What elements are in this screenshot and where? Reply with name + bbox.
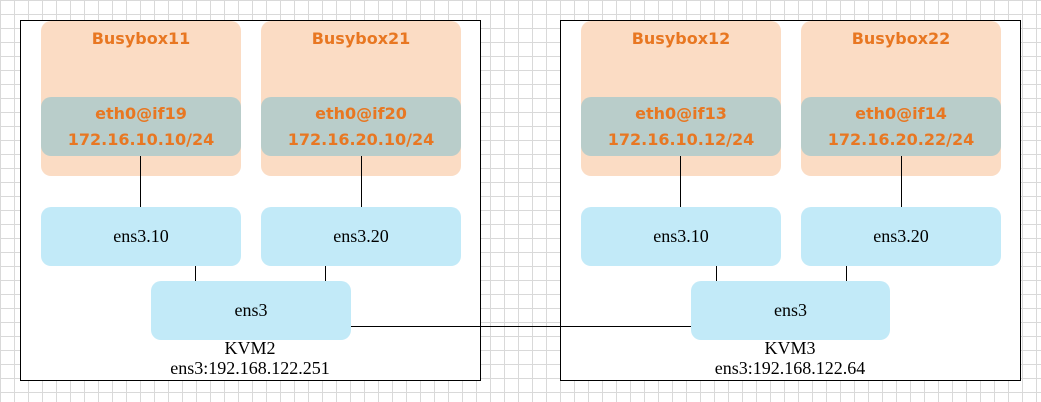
host-ip: ens3:192.168.122.64 <box>714 358 866 378</box>
link-line <box>140 156 141 207</box>
container-name: Busybox21 <box>311 29 411 48</box>
link-line <box>325 266 326 281</box>
host-name: KVM2 <box>224 338 276 358</box>
host-label-kvm3: KVM3 ens3:192.168.122.64 <box>640 338 940 378</box>
veth-iface-name: eth0@if13 <box>635 103 727 123</box>
veth-ip-address: 172.16.10.12/24 <box>607 129 755 149</box>
host-name: KVM3 <box>764 338 816 358</box>
veth-busybox11: eth0@if19 172.16.10.10/24 <box>41 97 241 156</box>
host-label-kvm2: KVM2 ens3:192.168.122.251 <box>100 338 400 378</box>
veth-iface-name: eth0@if14 <box>855 103 947 123</box>
link-line <box>716 266 717 281</box>
container-name: Busybox11 <box>91 29 191 48</box>
nic-ens3-kvm3: ens3 <box>691 281 890 340</box>
link-line <box>195 266 196 281</box>
veth-iface-name: eth0@if19 <box>95 103 187 123</box>
veth-busybox22: eth0@if14 172.16.20.22/24 <box>801 97 1001 156</box>
link-line <box>846 266 847 281</box>
container-name: Busybox22 <box>851 29 951 48</box>
container-name: Busybox12 <box>631 29 731 48</box>
subif-ens3-10: ens3.10 <box>581 207 781 266</box>
host-ip: ens3:192.168.122.251 <box>170 358 330 378</box>
subif-ens3-20: ens3.20 <box>801 207 1001 266</box>
link-line <box>680 156 681 207</box>
link-line <box>361 156 362 207</box>
subif-ens3-10: ens3.10 <box>41 207 241 266</box>
veth-ip-address: 172.16.20.10/24 <box>287 129 435 149</box>
veth-ip-address: 172.16.20.22/24 <box>827 129 975 149</box>
veth-busybox21: eth0@if20 172.16.20.10/24 <box>261 97 461 156</box>
inter-host-link <box>351 326 691 327</box>
veth-busybox12: eth0@if13 172.16.10.12/24 <box>581 97 781 156</box>
link-line <box>901 156 902 207</box>
veth-iface-name: eth0@if20 <box>315 103 407 123</box>
nic-ens3-kvm2: ens3 <box>151 281 351 340</box>
subif-ens3-20: ens3.20 <box>261 207 461 266</box>
veth-ip-address: 172.16.10.10/24 <box>67 129 215 149</box>
